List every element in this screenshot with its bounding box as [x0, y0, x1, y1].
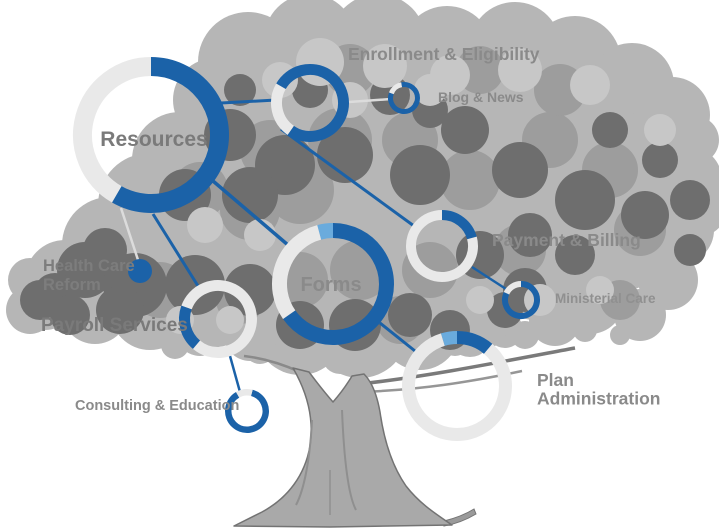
- link-forms-plan: [379, 321, 416, 353]
- foliage-blob: [670, 180, 710, 220]
- node-ring-plan-blue[interactable]: [456, 331, 493, 355]
- node-ring-consulting-blue[interactable]: [225, 389, 269, 433]
- node-dot-healthcare[interactable]: [128, 259, 152, 283]
- foliage-blob: [244, 219, 276, 251]
- foliage-blob: [317, 127, 373, 183]
- connector-lines: [119, 97, 507, 393]
- link-resources-payroll: [151, 213, 200, 287]
- tree-illustration: [6, 0, 719, 528]
- node-ring-ministerial-ring_gray[interactable]: [503, 281, 522, 295]
- node-label-resources[interactable]: Resources: [100, 128, 207, 151]
- link-payment-ministerial: [471, 265, 507, 291]
- foliage-blob: [224, 264, 276, 316]
- node-ring-forms-light_blue[interactable]: [317, 222, 334, 240]
- foliage-blob: [187, 207, 223, 243]
- foliage-blob: [96, 286, 144, 334]
- node-ring-resources-blue[interactable]: [112, 57, 229, 213]
- node-label-forms[interactable]: Forms: [300, 274, 361, 296]
- foliage-blob: [610, 325, 630, 345]
- foliage-blob: [555, 170, 615, 230]
- node-blog[interactable]: Blog & News: [388, 82, 524, 114]
- foliage-blob: [83, 228, 127, 272]
- foliage-blob: [388, 293, 432, 337]
- link-enrollment-blog: [348, 97, 392, 104]
- link-payroll-consulting: [228, 355, 242, 393]
- foliage-blob: [222, 167, 278, 223]
- foliage-blob: [440, 150, 500, 210]
- node-payroll[interactable]: Payroll Services: [41, 280, 257, 358]
- foliage-blob: [50, 295, 90, 335]
- foliage-blob: [20, 280, 60, 320]
- link-resources-forms: [211, 179, 290, 247]
- node-label-consulting[interactable]: Consulting & Education: [75, 398, 239, 414]
- foliage-blob: [674, 234, 706, 266]
- foliage-blob: [466, 286, 494, 314]
- foliage-blob: [586, 276, 614, 304]
- foliage-blob: [224, 74, 256, 106]
- foliage-blob: [441, 106, 489, 154]
- node-ministerial[interactable]: Ministerial Care: [502, 281, 656, 319]
- node-ring-resources-ring_gray[interactable]: [73, 57, 152, 203]
- foliage-blob: [555, 235, 595, 275]
- node-resources[interactable]: Resources: [73, 57, 229, 213]
- node-ring-payroll-ring_gray[interactable]: [181, 280, 257, 358]
- link-resources-healthcare: [119, 207, 141, 264]
- foliage-blob: [570, 65, 610, 105]
- foliage-blob: [642, 142, 678, 178]
- node-label-enrollment[interactable]: Enrollment & Eligibility: [348, 44, 540, 64]
- node-ring-forms-blue[interactable]: [283, 223, 394, 345]
- foliage-blob: [592, 112, 628, 148]
- node-ring-blog-ring_gray[interactable]: [388, 82, 403, 95]
- foliage-blob: [498, 48, 542, 92]
- foliage-blob: [508, 213, 552, 257]
- node-ring-forms-ring_gray[interactable]: [272, 225, 322, 319]
- node-ring-consulting-ring_gray[interactable]: [236, 389, 253, 398]
- foliage-blob: [216, 306, 244, 334]
- node-ring-payment-blue[interactable]: [441, 210, 477, 240]
- foliage-blob: [573, 318, 597, 342]
- node-consulting[interactable]: Consulting & Education: [75, 389, 269, 433]
- node-ring-plan-ring_gray[interactable]: [402, 333, 512, 441]
- foliage-blob: [414, 74, 446, 106]
- foliage-blob: [644, 114, 676, 146]
- node-ring-blog-blue[interactable]: [388, 82, 420, 114]
- foliage-blob: [363, 44, 407, 88]
- node-ring-enrollment-blue[interactable]: [276, 64, 349, 142]
- tree-trunk-texture: [295, 409, 357, 515]
- foliage-blob: [165, 255, 225, 315]
- node-payment[interactable]: Payment & Billing: [406, 210, 641, 282]
- node-label-ministerial[interactable]: Ministerial Care: [555, 291, 656, 306]
- foliage-blob: [621, 191, 669, 239]
- foliage-blob: [492, 142, 548, 198]
- node-ring-payroll-blue[interactable]: [179, 305, 201, 349]
- node-ring-enrollment-ring_gray[interactable]: [271, 83, 295, 135]
- foliage-blob: [511, 321, 539, 349]
- node-label-blog[interactable]: Blog & News: [438, 89, 524, 105]
- node-label-payment[interactable]: Payment & Billing: [492, 230, 641, 250]
- node-ring-ministerial-blue[interactable]: [502, 281, 540, 319]
- link-enrollment-payment: [280, 127, 415, 228]
- node-label-payroll[interactable]: Payroll Services: [41, 315, 188, 336]
- node-ring-payment-ring_gray[interactable]: [406, 210, 478, 282]
- tree-trunk: [233, 367, 453, 528]
- tree-branch-right: [367, 346, 576, 385]
- node-ring-plan-light_blue[interactable]: [440, 331, 458, 346]
- node-forms[interactable]: Forms: [272, 222, 394, 345]
- tree-canopy: [6, 0, 719, 378]
- foliage-blob: [390, 145, 450, 205]
- node-enrollment[interactable]: Enrollment & Eligibility: [271, 44, 540, 142]
- foliage-blob: [161, 331, 189, 359]
